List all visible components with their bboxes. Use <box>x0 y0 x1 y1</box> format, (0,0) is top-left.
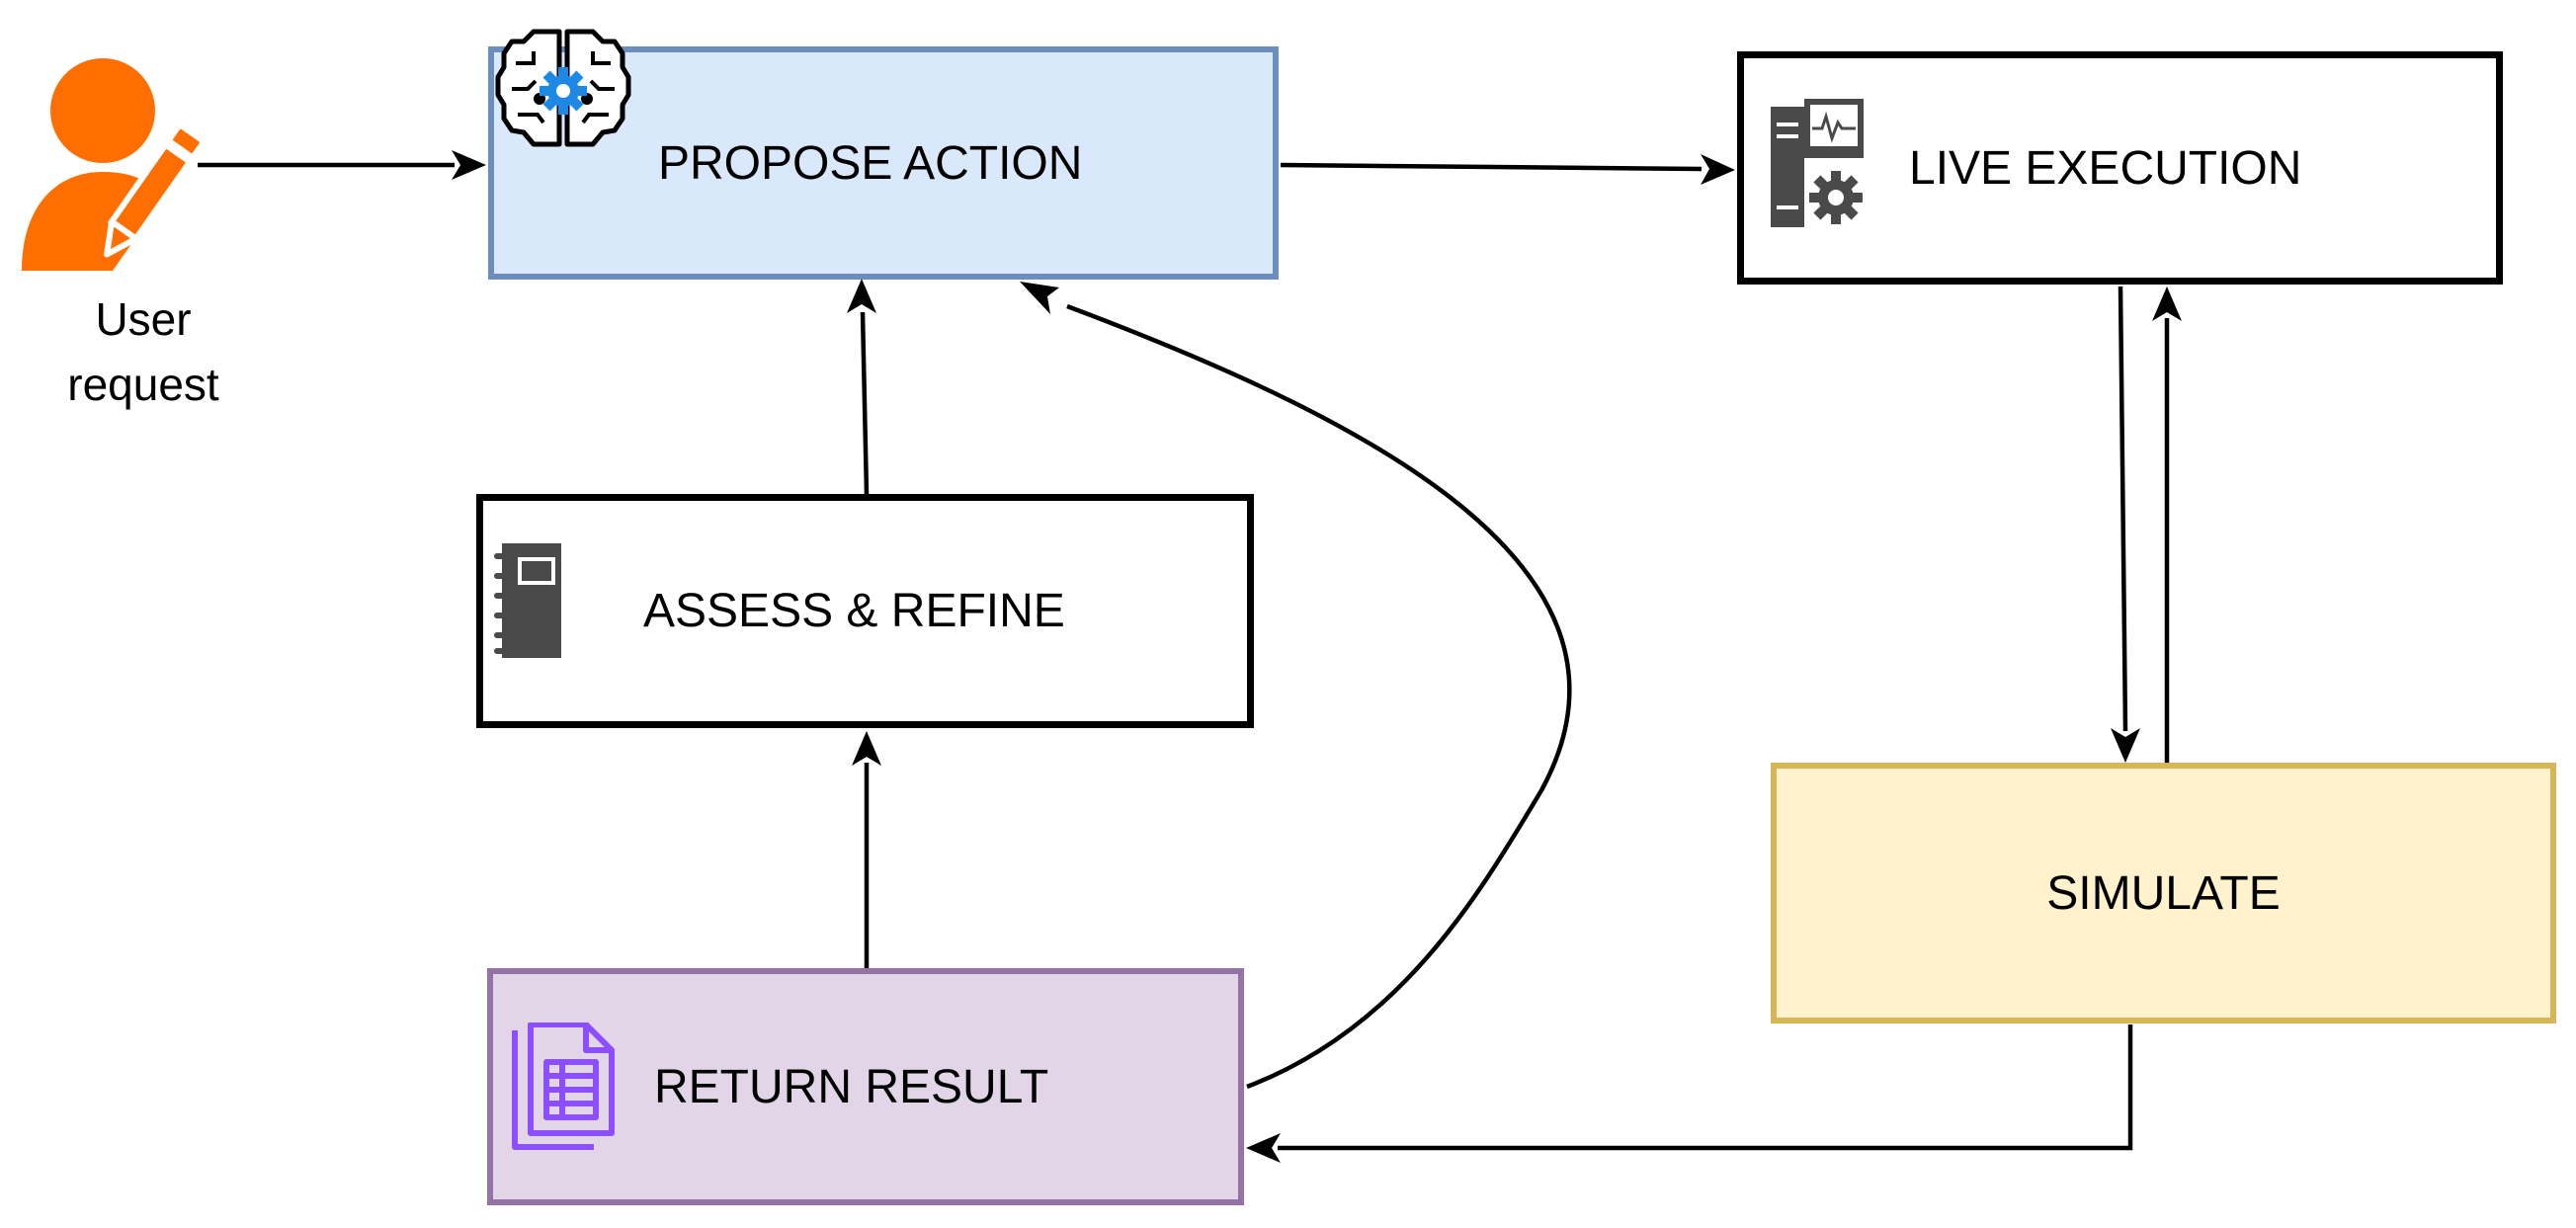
propose-action-label: PROPOSE ACTION <box>658 136 1083 190</box>
document-icon <box>512 1023 615 1150</box>
arrowhead <box>1020 282 1059 314</box>
notebook-icon <box>494 543 561 658</box>
arrowhead <box>2152 287 2182 321</box>
arrowhead <box>847 279 876 313</box>
user-request-label: User request <box>30 287 257 417</box>
arrowhead <box>1246 1133 1281 1163</box>
user-label-line1: User <box>95 293 192 345</box>
assess-refine-label: ASSESS & REFINE <box>643 585 1065 637</box>
live-execution-node[interactable]: LIVE EXECUTION <box>1737 51 2503 285</box>
server-gear-icon <box>1771 99 1864 227</box>
user-label-line2: request <box>67 359 219 410</box>
arrowhead <box>2111 728 2140 763</box>
arrowhead <box>1701 154 1735 185</box>
user-edit-icon <box>22 58 202 271</box>
edge-simulate-to-result <box>1278 1024 2133 1151</box>
arrowhead <box>452 150 486 180</box>
arrowhead <box>852 731 881 766</box>
live-execution-label: LIVE EXECUTION <box>1909 141 2302 195</box>
edge-assess-to-propose <box>860 311 870 495</box>
assess-refine-node[interactable]: ASSESS & REFINE <box>476 494 1254 728</box>
edge-propose-to-live <box>1280 162 1703 172</box>
edge-live-to-simulate <box>2118 286 2128 732</box>
simulate-node[interactable]: SIMULATE <box>1771 763 2556 1023</box>
return-result-label: RETURN RESULT <box>654 1060 1049 1113</box>
edge-result-to-propose <box>1066 303 1572 1090</box>
simulate-label: SIMULATE <box>2046 866 2281 920</box>
brain-gear-icon <box>495 29 631 147</box>
